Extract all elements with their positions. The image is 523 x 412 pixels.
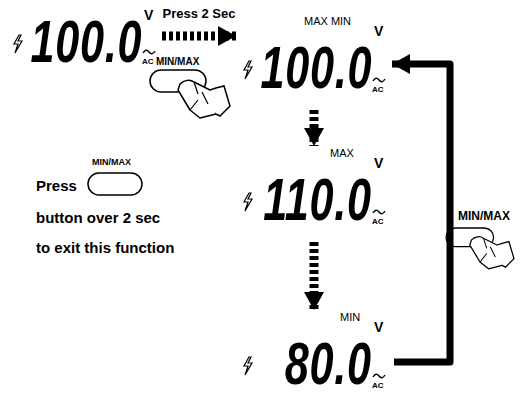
button-label: MIN/MAX bbox=[92, 158, 131, 168]
flow-arrow bbox=[310, 110, 319, 146]
lightning-path bbox=[244, 61, 252, 79]
lightning-icon bbox=[242, 356, 254, 376]
ac-tilde bbox=[142, 48, 156, 56]
flow-arrow bbox=[392, 64, 450, 362]
mode-indicator: MIN bbox=[340, 312, 360, 323]
unit-symbol: V bbox=[374, 24, 383, 38]
instruction-text: button over 2 sec bbox=[36, 210, 160, 227]
tilde-path bbox=[373, 210, 385, 214]
tilde-path bbox=[373, 78, 385, 82]
unit-symbol: V bbox=[144, 8, 153, 22]
mode-indicator: MAX MIN bbox=[304, 16, 351, 27]
flow-arrow bbox=[310, 242, 319, 310]
unit-symbol: V bbox=[374, 320, 383, 334]
display-reading: 100.0 bbox=[30, 12, 142, 72]
ac-indicator: AC bbox=[372, 218, 384, 226]
lcd-display: MAX V110.0AC bbox=[238, 148, 390, 240]
instruction-text: to exit this function bbox=[36, 240, 174, 257]
ac-tilde bbox=[372, 372, 386, 380]
lcd-display: MAX MIN V100.0AC bbox=[238, 16, 390, 108]
display-reading: 80.0 bbox=[285, 334, 372, 394]
ac-tilde bbox=[372, 208, 386, 216]
ac-indicator: AC bbox=[372, 382, 384, 390]
button-hand bbox=[150, 70, 230, 118]
mode-indicator: MAX bbox=[330, 148, 354, 159]
edge-label: Press 2 Sec bbox=[160, 6, 237, 21]
flow-arrow bbox=[162, 32, 236, 41]
lcd-display: 100.0V AC bbox=[8, 6, 160, 80]
tilde-path bbox=[143, 50, 155, 54]
display-reading: 110.0 bbox=[263, 170, 372, 230]
lightning-path bbox=[14, 35, 22, 53]
button-oval bbox=[88, 173, 142, 195]
lightning-icon bbox=[12, 34, 24, 54]
lightning-path bbox=[244, 357, 252, 375]
ac-tilde bbox=[372, 76, 386, 84]
ac-indicator: AC bbox=[372, 86, 384, 94]
button-label: MIN/MAX bbox=[458, 210, 510, 223]
button-hand bbox=[446, 228, 514, 269]
display-reading: 100.0 bbox=[260, 38, 372, 98]
lightning-icon bbox=[242, 60, 254, 80]
tilde-path bbox=[373, 374, 385, 378]
lightning-path bbox=[244, 193, 252, 211]
lightning-icon bbox=[242, 192, 254, 212]
ac-indicator: AC bbox=[142, 58, 154, 66]
lcd-display: MIN V80.0AC bbox=[238, 312, 390, 404]
button-label: MIN/MAX bbox=[156, 56, 199, 67]
instruction-text: Press bbox=[36, 178, 77, 195]
unit-symbol: V bbox=[374, 156, 383, 170]
